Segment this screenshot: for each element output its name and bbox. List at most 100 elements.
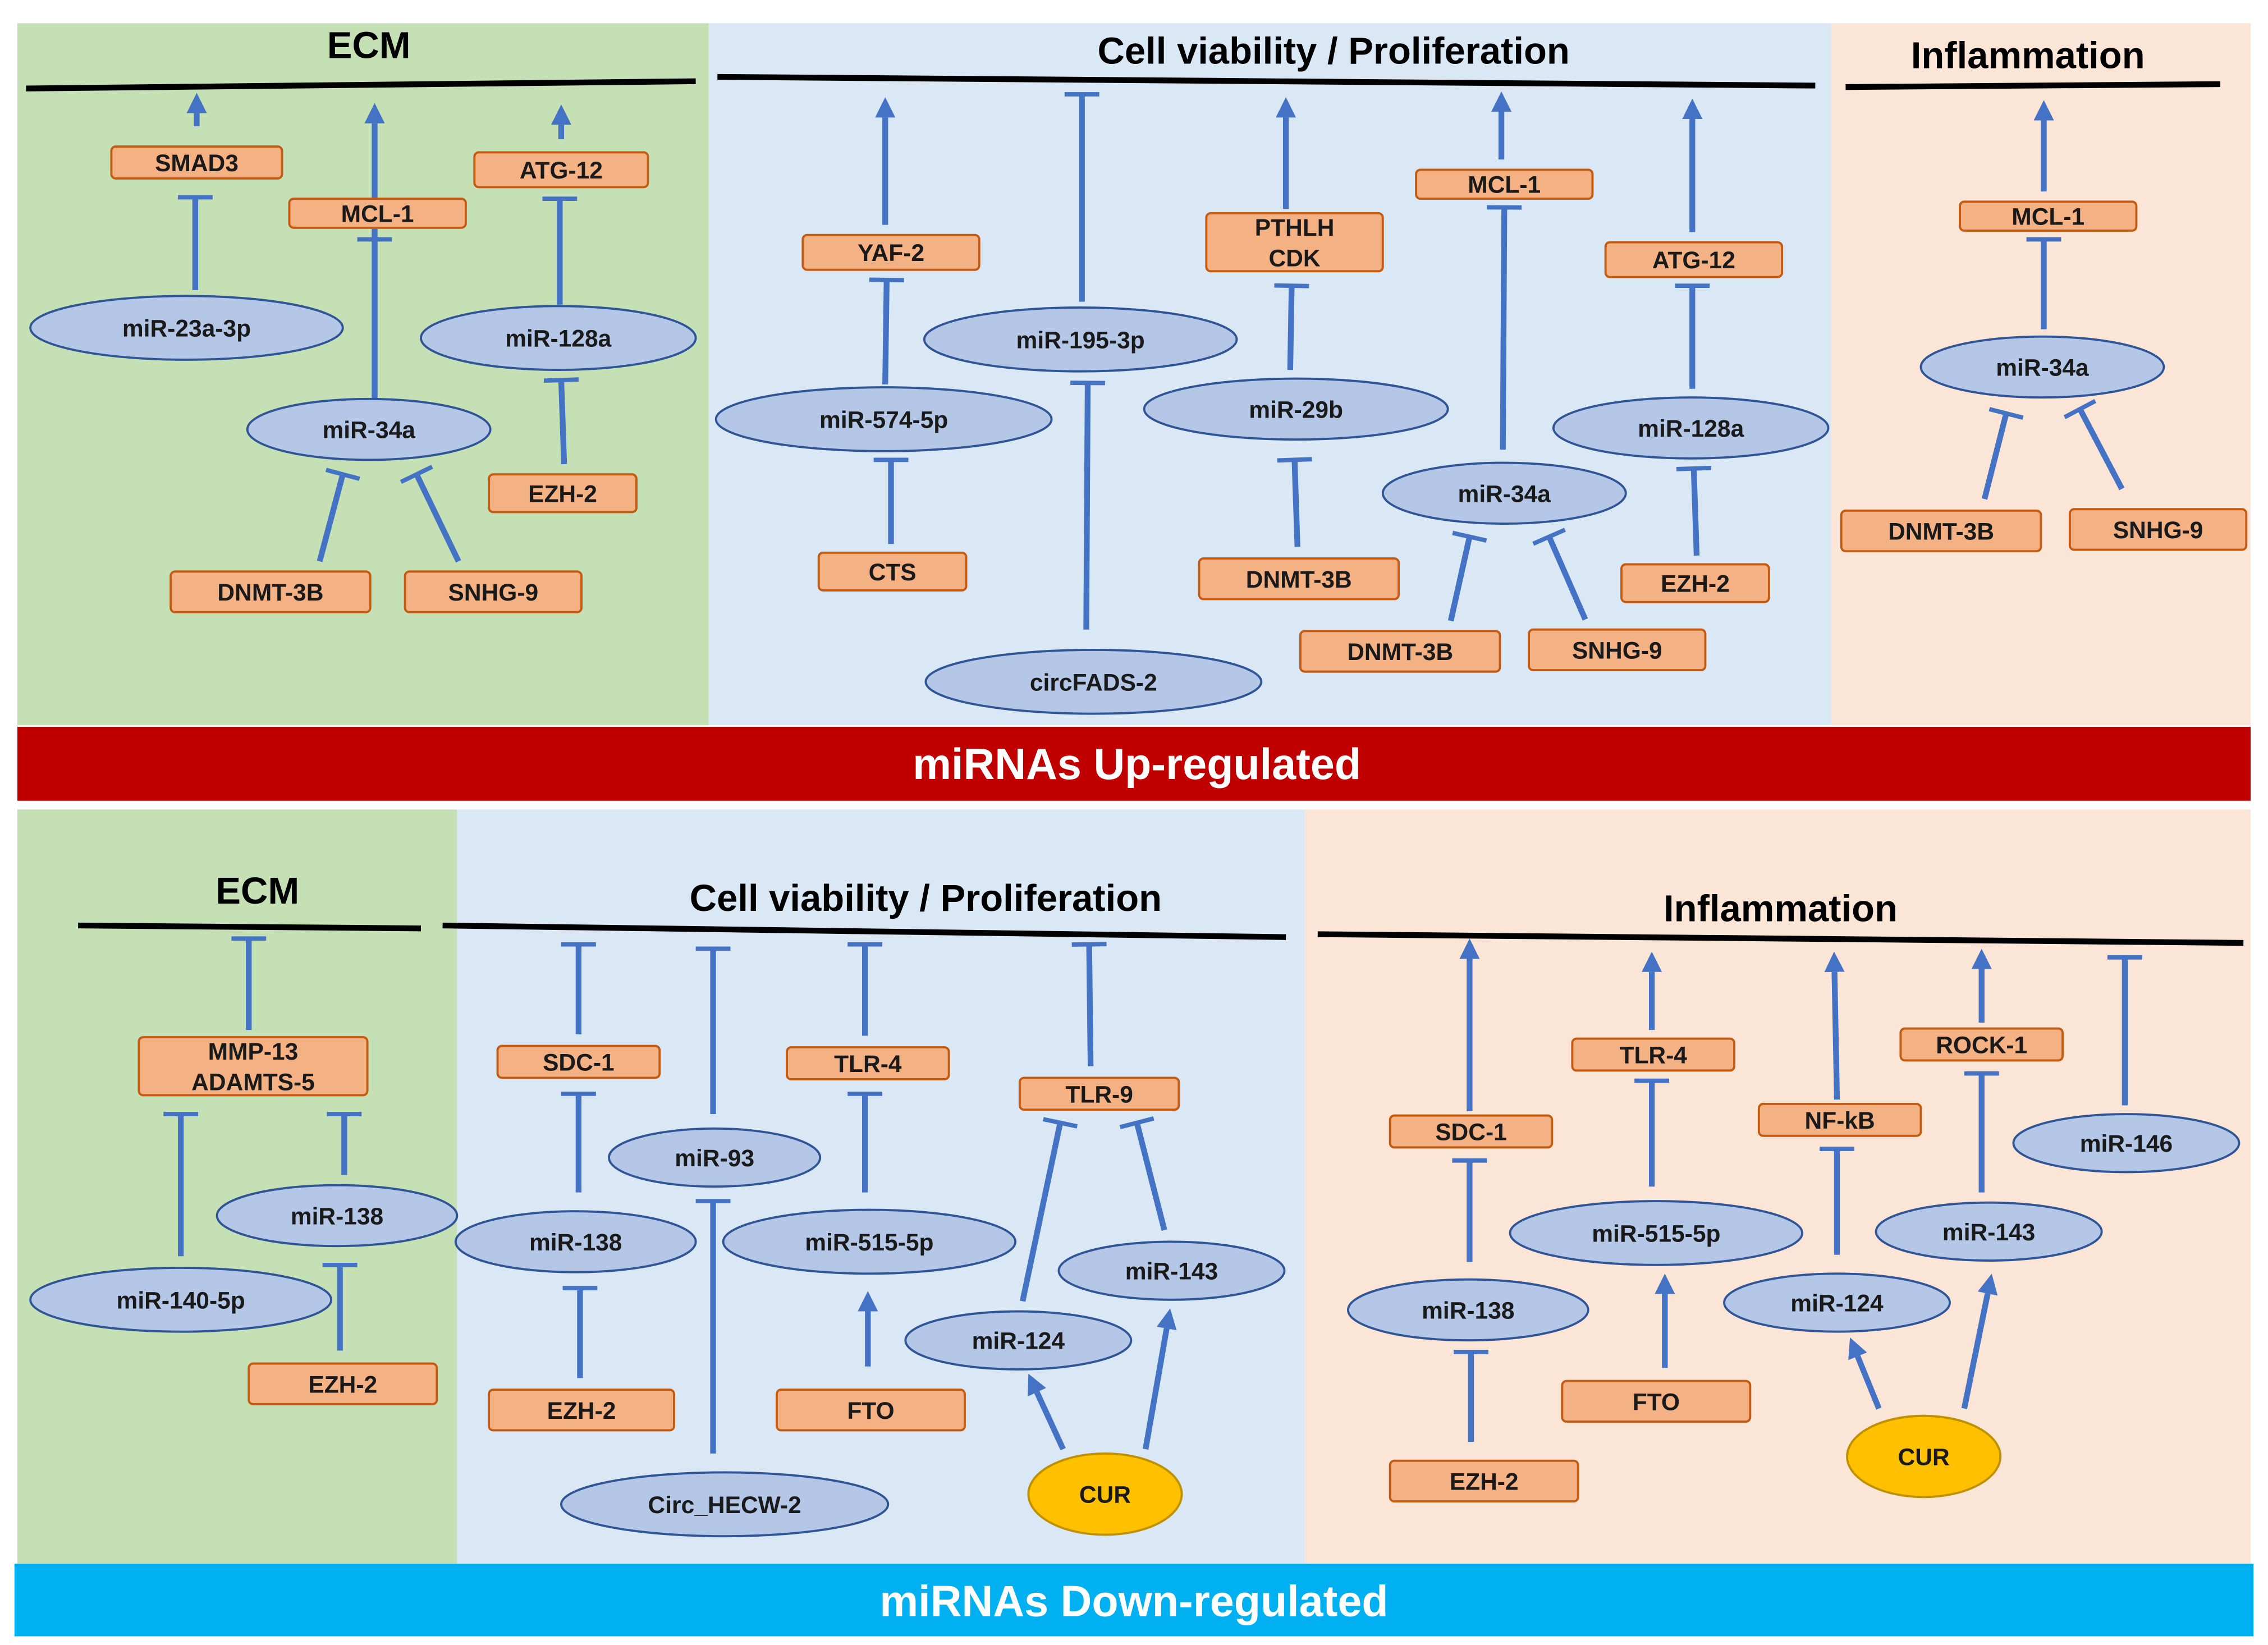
node-d-mmp13-box	[138, 1036, 369, 1097]
inhibition-edge-8	[317, 468, 360, 562]
node-d-tlr9-box	[1018, 1076, 1180, 1111]
node-u-mcl1-ecm-label: MCL-1	[341, 200, 414, 227]
node-u-mir34a-inf-ellipse	[1919, 335, 2165, 399]
node-d-cur-cell: CUR	[1027, 1452, 1183, 1536]
inhibition-shaft	[1500, 207, 1508, 450]
node-d-sdc1-cell-box	[496, 1044, 661, 1079]
node-d-mir124-inf-ellipse	[1723, 1272, 1951, 1333]
down-cell-viability-panel	[457, 809, 1305, 1564]
inhibition-edge-14	[1070, 381, 1105, 630]
node-u-atg12-ecm: ATG-12	[473, 151, 649, 189]
inhibition-shaft	[882, 279, 890, 385]
activation-arrow-18	[1491, 91, 1512, 160]
activation-arrow-5	[551, 104, 571, 140]
node-u-snhg9-inf-label: SNHG-9	[2113, 517, 2203, 544]
node-d-mir138-inf-ellipse	[1346, 1278, 1589, 1342]
activation-arrow-10	[875, 97, 896, 225]
inhibition-edge-29	[231, 936, 267, 1030]
arrow-head	[1971, 948, 1992, 969]
inhibition-bar	[543, 377, 579, 383]
node-u-dnmt3b-ecm-label: DNMT-3B	[217, 579, 323, 606]
node-u-mcl1-cell-label: MCL-1	[1468, 172, 1541, 199]
activation-arrow-20	[1682, 98, 1703, 232]
up-ecm-rule	[26, 78, 696, 91]
inhibition-edge-48	[1454, 1350, 1488, 1442]
node-u-cts-box	[817, 551, 968, 592]
arrow-shaft	[1961, 1293, 1991, 1409]
up-cell-viability-rule	[717, 74, 1816, 89]
node-d-mir138-ecm-label: miR-138	[291, 1203, 383, 1230]
node-u-ezh2-cell: EZH-2	[1620, 563, 1770, 603]
inhibition-bar	[869, 277, 904, 283]
node-u-dnmt3b-inf-box	[1840, 509, 2042, 553]
inhibition-edge-41	[1071, 942, 1107, 1066]
arrow-head	[1642, 951, 1662, 972]
node-u-dnmt3b-inf-label: DNMT-3B	[1888, 518, 1994, 545]
node-d-rock1-label: ROCK-1	[1936, 1032, 2027, 1059]
arrow-head	[1824, 951, 1845, 973]
inhibition-edge-2	[177, 195, 213, 290]
node-u-ezh2-cell-label: EZH-2	[1661, 570, 1730, 597]
node-d-sdc1-inf: SDC-1	[1389, 1114, 1554, 1149]
node-d-rock1: ROCK-1	[1899, 1027, 2064, 1062]
node-u-mcl1-ecm-box	[288, 198, 467, 229]
node-d-mmp13-label: ADAMTS-5	[191, 1069, 315, 1096]
banner-up	[17, 726, 2251, 801]
panel-layer	[14, 23, 2254, 1637]
arrow-shaft	[1034, 1391, 1066, 1451]
node-d-mir138-cell-label: miR-138	[529, 1229, 622, 1256]
node-u-mir23a-ellipse	[29, 295, 344, 361]
up-inflammation-title: Inflammation	[1911, 34, 2145, 76]
node-d-mir124-cell: miR-124	[904, 1310, 1133, 1371]
node-u-circfads2-label: circFADS-2	[1030, 669, 1157, 696]
node-u-pthlh-label: CDK	[1269, 245, 1321, 272]
inhibition-bar	[1043, 1117, 1078, 1129]
node-d-circhecw2: Circ_HECW-2	[560, 1471, 890, 1538]
node-d-nfkb-label: NF-kB	[1805, 1107, 1875, 1134]
down-ecm-rule	[78, 922, 421, 932]
inhibition-shaft	[1086, 944, 1094, 1066]
inhibition-shaft	[1981, 413, 2009, 500]
node-u-cts: CTS	[817, 551, 968, 592]
inhibition-shaft	[1287, 286, 1295, 370]
inhibition-edge-22	[1676, 465, 1711, 556]
node-d-tlr4-inf: TLR-4	[1571, 1037, 1735, 1072]
node-u-snhg9-cell-box	[1528, 628, 1707, 672]
inhibition-shaft	[1134, 1122, 1167, 1231]
banner-up-label: miRNAs Up-regulated	[913, 740, 1361, 789]
node-d-circhecw2-ellipse	[560, 1471, 890, 1538]
node-d-mir140-label: miR-140-5p	[117, 1287, 245, 1314]
activation-arrow-46	[1459, 938, 1480, 1111]
node-d-mir143-cell-ellipse	[1057, 1240, 1286, 1301]
node-d-fto-inf-label: FTO	[1633, 1389, 1680, 1415]
inhibition-edge-50	[1634, 1078, 1670, 1187]
inhibition-edge-53	[1820, 1147, 1854, 1255]
inhibition-shaft	[317, 473, 346, 562]
node-u-mcl1-inf-box	[1959, 200, 2138, 232]
arrow-head	[1491, 91, 1512, 112]
node-u-atg12-cell-box	[1604, 241, 1784, 278]
inhibition-edge-6	[542, 196, 578, 305]
node-d-ezh2-inf: EZH-2	[1389, 1459, 1579, 1503]
node-u-mir29b-ellipse	[1143, 377, 1449, 441]
arrow-head	[2033, 100, 2054, 121]
node-u-atg12-cell-label: ATG-12	[1652, 247, 1735, 274]
inhibition-edge-56	[1964, 1071, 1999, 1193]
node-d-mir138-cell-ellipse	[454, 1210, 697, 1273]
node-u-mir34a-inf: miR-34a	[1919, 335, 2165, 399]
node-u-dnmt3b-cell-a: DNMT-3B	[1198, 557, 1400, 601]
node-u-mir195-ellipse	[923, 306, 1238, 373]
inhibition-shaft	[1546, 535, 1588, 621]
node-u-mir23a: miR-23a-3p	[29, 295, 344, 361]
node-u-atg12-ecm-box	[473, 151, 649, 189]
node-u-snhg9-cell-label: SNHG-9	[1572, 637, 1662, 664]
inhibition-edge-31	[327, 1112, 362, 1175]
node-d-mir138-inf: miR-138	[1346, 1278, 1589, 1342]
activation-arrow-44	[1028, 1373, 1066, 1451]
node-d-tlr4-cell-label: TLR-4	[834, 1051, 902, 1078]
node-d-mmp13-label: MMP-13	[208, 1038, 299, 1065]
arrow-head	[1848, 1337, 1867, 1360]
node-u-smad3: SMAD3	[110, 145, 283, 180]
node-d-mir124-cell-label: miR-124	[972, 1328, 1065, 1355]
